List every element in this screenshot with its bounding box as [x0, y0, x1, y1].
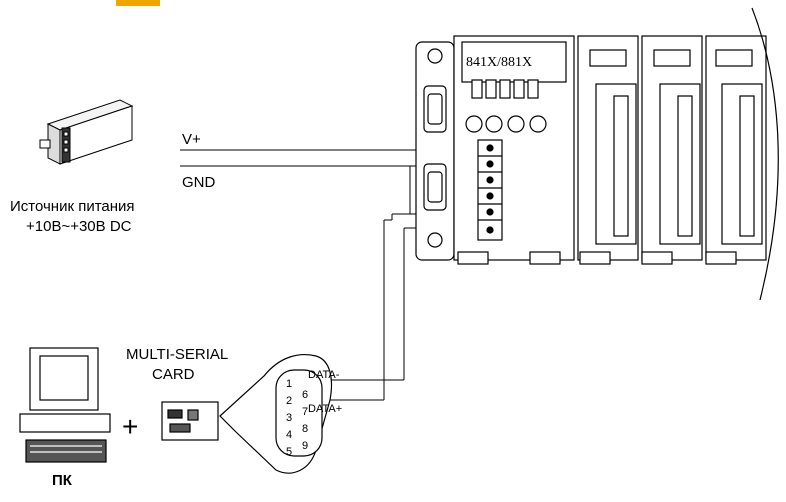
controller-model-label: 841X/881X — [466, 55, 533, 70]
db9-pin-8: 8 — [302, 423, 309, 435]
pc-label: ПК — [52, 472, 72, 489]
pc-icon — [19, 347, 111, 463]
db9-pin-9: 9 — [302, 440, 309, 452]
power-supply-icon — [39, 99, 134, 165]
db9-pin-7: 7 — [302, 406, 309, 418]
db9-pin-4: 4 — [286, 429, 293, 441]
db9-pin-3: 3 — [286, 412, 293, 424]
power-supply-label: Источник питания — [10, 198, 135, 215]
data-plus-label: DATA+ — [308, 403, 343, 415]
db9-pin-2: 2 — [286, 395, 293, 407]
db9-pin-5: 5 — [286, 446, 293, 458]
gnd-label: GND — [182, 174, 216, 191]
multi-serial-label: MULTI-SERIAL — [126, 346, 229, 363]
chassis-cut-line — [751, 7, 779, 301]
v-plus-label: V+ — [182, 131, 201, 148]
io-modules — [577, 35, 767, 265]
multi-serial-card-icon — [161, 401, 219, 441]
orange-header-tag — [116, 0, 160, 6]
controller-chassis — [415, 35, 575, 265]
plus-sign: + — [122, 411, 139, 442]
db9-pin-6: 6 — [302, 389, 309, 401]
multi-serial-card-label: CARD — [152, 366, 195, 383]
power-supply-voltage-label: +10В~+30В DC — [26, 218, 132, 235]
db9-pin-1: 1 — [286, 378, 293, 390]
data-minus-label: DATA- — [308, 369, 340, 381]
db9-connector — [219, 354, 333, 474]
